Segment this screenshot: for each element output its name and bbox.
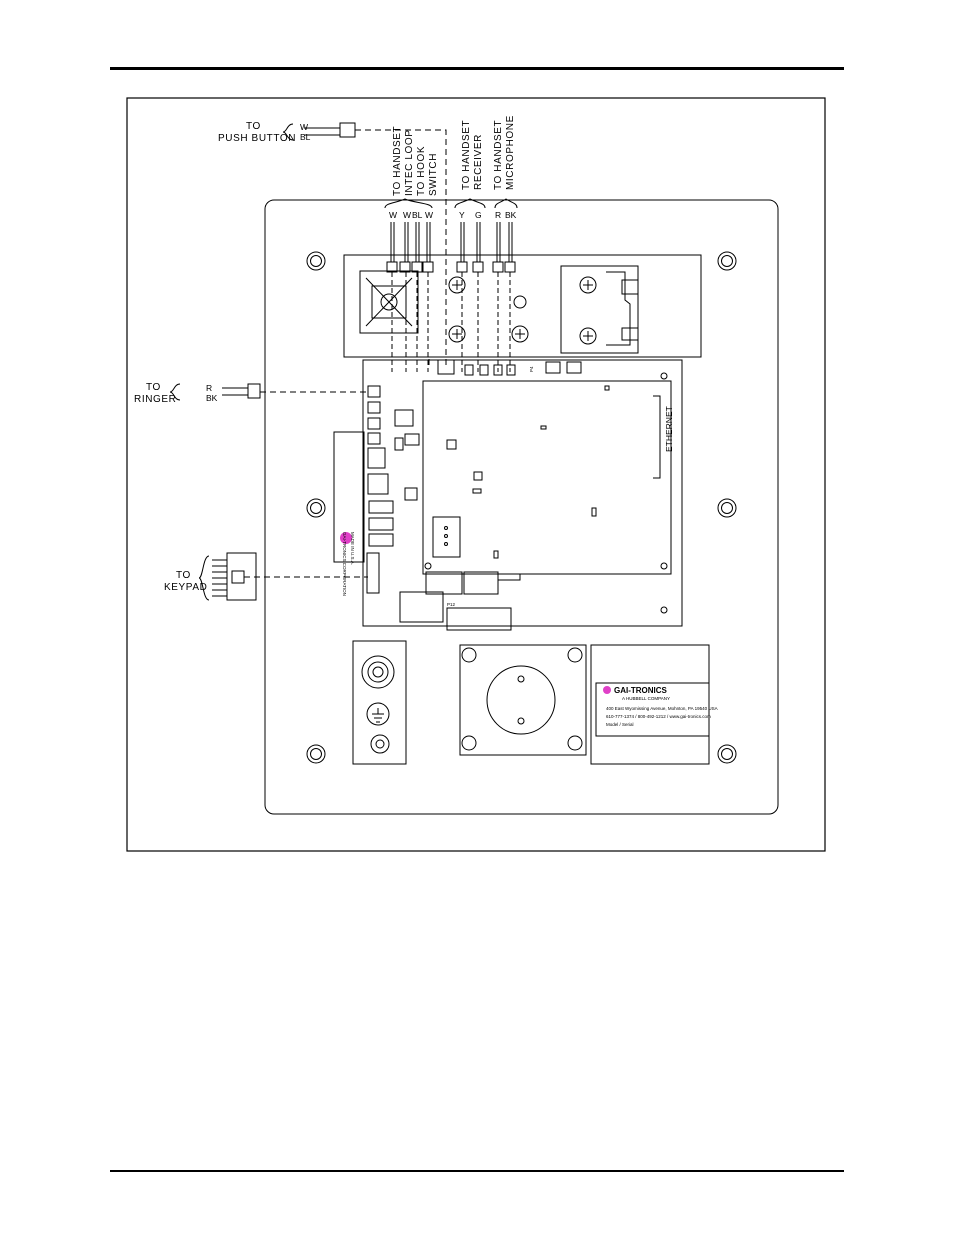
maker-label-origin: MADE IN U.S.A. xyxy=(350,532,355,565)
ringer-connector xyxy=(169,383,368,401)
receiver-label-2: RECEIVER xyxy=(473,134,484,190)
ringer-label: RINGER xyxy=(134,394,177,405)
header-rule xyxy=(110,67,844,70)
hookswitch-label-3: TO HOOK xyxy=(416,146,427,196)
hookswitch-wires xyxy=(386,222,434,372)
nameplate: GAI-TRONICS A HUBBELL COMPANY 400 East W… xyxy=(590,644,718,765)
p12-label: P12 xyxy=(447,602,456,607)
ringer-label-to: TO xyxy=(146,382,161,393)
mounting-plate xyxy=(264,199,779,815)
hookswitch-label-2: INTEC LOOP xyxy=(404,129,415,196)
microphone-label-2: MICROPHONE xyxy=(505,115,516,190)
keypad-label-to: TO xyxy=(176,570,191,581)
speaker xyxy=(459,644,587,756)
handset-receiver-labels: TO HANDSET RECEIVER xyxy=(461,120,484,190)
maker-label-strip: GAI-TRONICS CORPORATION MADE IN U.S.A. xyxy=(333,431,365,596)
mounting-holes xyxy=(306,251,737,764)
microphone-wires xyxy=(492,222,516,372)
push-button-wire-bl: BL xyxy=(300,132,311,142)
push-button-label: PUSH BUTTON xyxy=(218,133,296,144)
receiver-wire-g: G xyxy=(475,210,482,220)
hookswitch-wire-3: BL xyxy=(412,210,423,220)
hookswitch-label-1: TO HANDSET xyxy=(392,126,403,196)
ethernet-label: ETHERNET xyxy=(664,406,674,452)
nameplate-logo-icon xyxy=(603,686,611,694)
keypad-label: KEYPAD xyxy=(164,582,207,593)
microphone-wire-bk: BK xyxy=(505,210,517,220)
hookswitch-label-4: SWITCH xyxy=(428,153,439,196)
p4-label: P4 xyxy=(529,366,534,372)
hookswitch-wire-2: W xyxy=(403,210,411,220)
nameplate-line-3: Model / Serial xyxy=(606,722,634,727)
push-button-label-to: TO xyxy=(246,121,261,132)
hookswitch-bracket xyxy=(343,254,702,358)
nameplate-line-2: 610-777-1374 / 800-492-1212 / www.gai-tr… xyxy=(606,714,711,719)
receiver-wire-y: Y xyxy=(459,210,465,220)
handset-hookswitch-labels: TO HANDSET INTEC LOOP TO HOOK SWITCH xyxy=(392,126,439,196)
footer-rule xyxy=(110,1170,844,1172)
microphone-label-1: TO HANDSET xyxy=(493,120,504,190)
receiver-label-1: TO HANDSET xyxy=(461,120,472,190)
cable-gland xyxy=(352,640,407,765)
receiver-wires xyxy=(456,222,484,372)
ringer-wire-r: R xyxy=(206,383,212,393)
nameplate-brand: GAI-TRONICS xyxy=(614,686,668,695)
hookswitch-wire-4: W xyxy=(425,210,433,220)
nameplate-line-1: 400 East Wyomissing Avenue, Mohnton, PA … xyxy=(606,706,718,711)
ground-symbol-icon xyxy=(366,702,390,726)
hookswitch-wire-1: W xyxy=(389,210,397,220)
wire-braces xyxy=(384,198,518,209)
microphone-wire-r: R xyxy=(495,210,501,220)
main-pcb xyxy=(362,359,683,631)
gai-tronics-logo-icon xyxy=(340,532,352,544)
figure-frame xyxy=(126,97,826,852)
nameplate-sub: A HUBBELL COMPANY xyxy=(622,696,670,701)
push-button-connector xyxy=(282,122,447,365)
handset-microphone-labels: TO HANDSET MICROPHONE xyxy=(493,115,516,190)
push-button-wire-w: W xyxy=(300,122,308,132)
maker-label-text: GAI-TRONICS CORPORATION xyxy=(342,532,347,596)
keypad-connector xyxy=(198,552,368,601)
ringer-wire-bk: BK xyxy=(206,393,218,403)
